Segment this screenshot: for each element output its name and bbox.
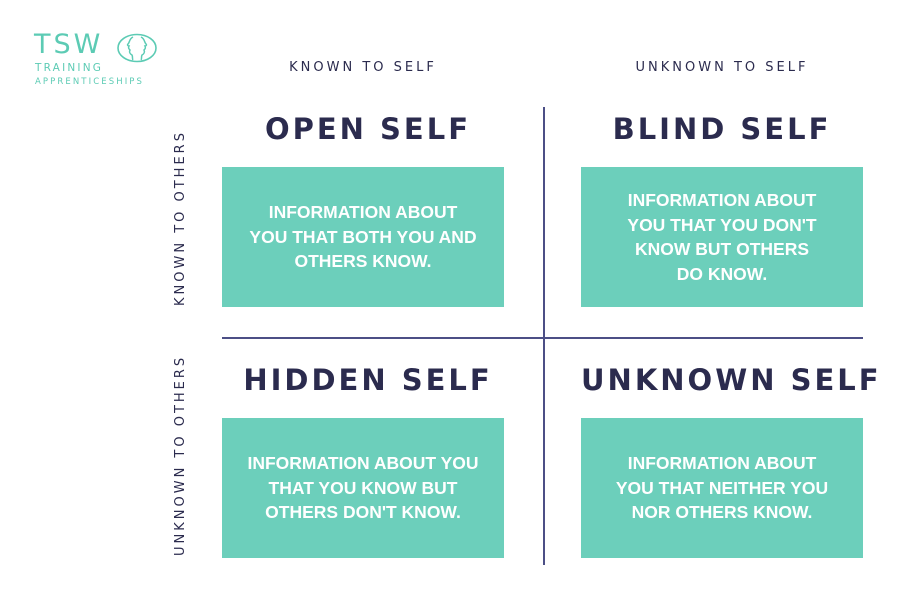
unknown-self-title: UNKNOWN SELF [581,363,882,397]
blind-self-description: INFORMATION ABOUT YOU THAT YOU DON'T KNO… [627,190,817,284]
row-header-unknown-to-others: UNKNOWN TO OTHERS [173,354,188,556]
unknown-self-box: INFORMATION ABOUT YOU THAT NEITHER YOU N… [581,418,863,558]
logo-brand: TSW [34,29,104,60]
tsw-logo: TSW TRAINING APPRENTICESHIPS [34,30,164,90]
blind-self-box: INFORMATION ABOUT YOU THAT YOU DON'T KNO… [581,167,863,307]
open-self-box: INFORMATION ABOUT YOU THAT BOTH YOU AND … [222,167,504,307]
vertical-divider [543,107,545,565]
hidden-self-description: INFORMATION ABOUT YOU THAT YOU KNOW BUT … [247,453,479,523]
hidden-self-title: HIDDEN SELF [243,363,493,397]
hidden-self-box: INFORMATION ABOUT YOU THAT YOU KNOW BUT … [222,418,504,558]
row-header-known-to-others: KNOWN TO OTHERS [173,130,188,306]
column-header-known-to-self: KNOWN TO SELF [289,60,437,75]
column-header-unknown-to-self: UNKNOWN TO SELF [635,60,809,75]
logo-apprenticeships: APPRENTICESHIPS [35,77,145,87]
logo-training: TRAINING [35,62,104,74]
unknown-self-description: INFORMATION ABOUT YOU THAT NEITHER YOU N… [615,453,829,523]
open-self-description: INFORMATION ABOUT YOU THAT BOTH YOU AND … [249,202,477,272]
two-faces-profile-icon [117,33,157,63]
blind-self-title: BLIND SELF [612,112,832,146]
horizontal-divider [222,337,863,339]
open-self-title: OPEN SELF [264,112,472,146]
